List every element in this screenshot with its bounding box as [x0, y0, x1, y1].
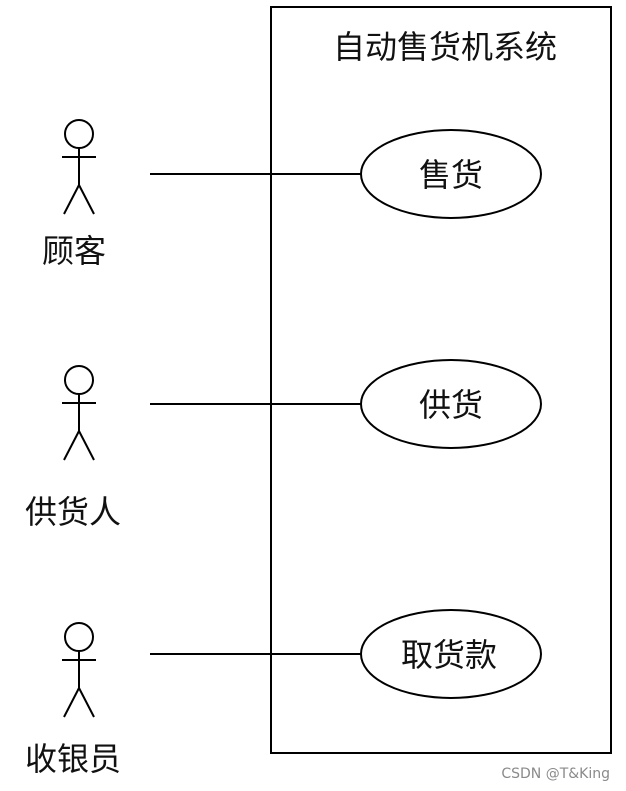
actor-label: 顾客	[42, 232, 106, 270]
actor-head	[64, 119, 94, 149]
actor-right-leg	[78, 687, 95, 718]
use-case-collect-payment: 取货款	[360, 609, 542, 699]
actor-right-leg	[78, 430, 95, 461]
use-case-ellipse	[360, 609, 542, 699]
actor-head	[64, 622, 94, 652]
actor-left-leg	[63, 687, 80, 718]
actor-head	[64, 365, 94, 395]
watermark: CSDN @T&King	[501, 766, 610, 782]
use-case-label: 供货	[419, 386, 483, 424]
use-case-sell: 售货	[360, 129, 542, 219]
actor-label: 供货人	[25, 493, 121, 531]
actor-supplier: 供货人	[25, 365, 121, 531]
actor-left-leg	[63, 184, 80, 215]
actor-customer: 顾客	[42, 119, 106, 270]
actor-label: 收银员	[25, 740, 121, 778]
use-case-supply: 供货	[360, 359, 542, 449]
use-case-ellipse	[360, 129, 542, 219]
actor-left-leg	[63, 430, 80, 461]
system-boundary	[270, 6, 612, 754]
actor-cashier: 收银员	[25, 622, 121, 778]
system-title: 自动售货机系统	[333, 28, 557, 66]
use-case-label: 售货	[419, 156, 483, 194]
actor-right-leg	[78, 184, 95, 215]
use-case-ellipse	[360, 359, 542, 449]
use-case-label: 取货款	[401, 636, 497, 674]
